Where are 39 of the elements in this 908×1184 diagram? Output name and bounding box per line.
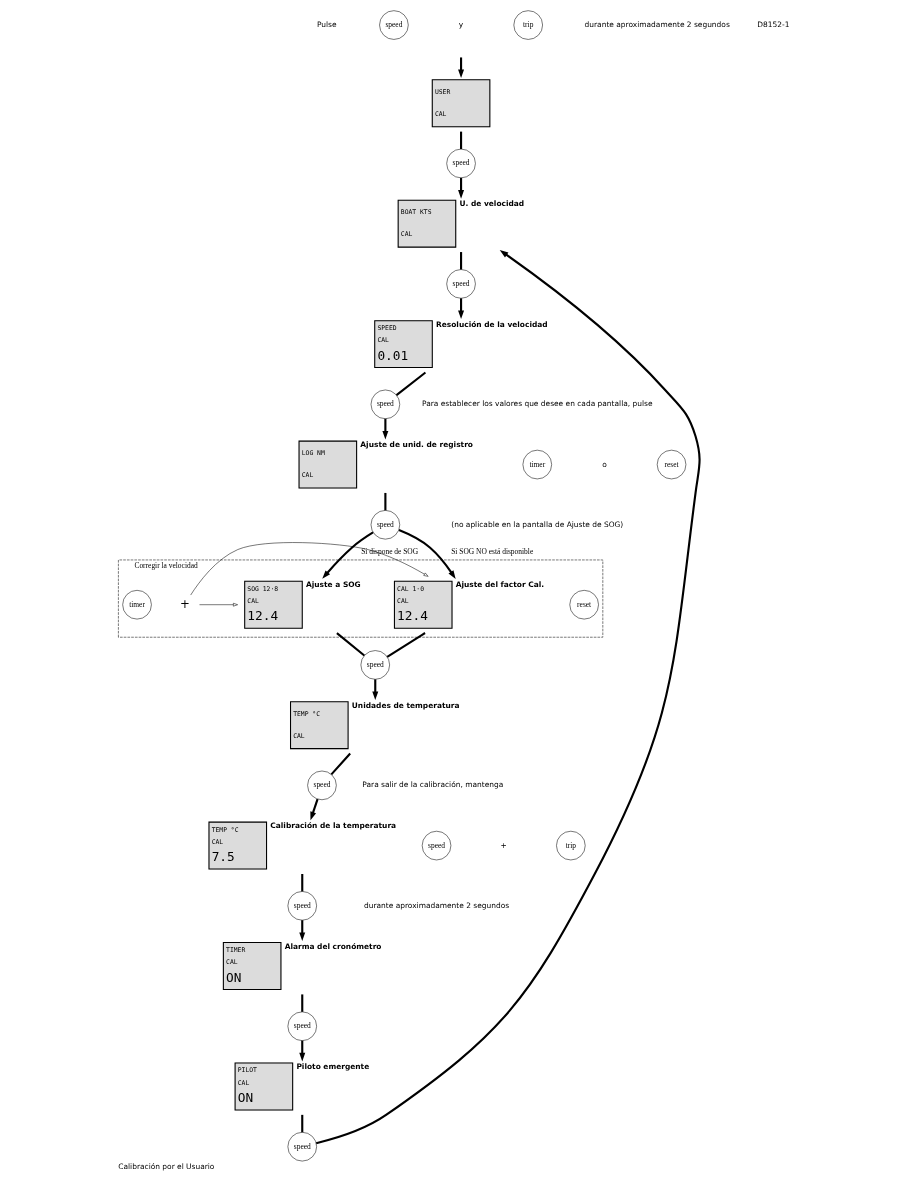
node-circle: speed: [379, 10, 409, 40]
node-text: +: [180, 596, 190, 611]
node-circle: trip: [556, 830, 586, 861]
node-circle: speed: [446, 148, 476, 179]
connector: [301, 873, 304, 892]
connector: [330, 752, 351, 776]
connector: [301, 1114, 304, 1133]
node-circle: speed: [287, 1011, 317, 1041]
node-circle: trip: [513, 10, 543, 40]
node-circle: speed: [446, 269, 476, 299]
node-circle: speed: [287, 1132, 317, 1162]
arrow: [310, 798, 319, 821]
arrow: [372, 679, 379, 701]
edge-label: Si SOG NO está disponible: [451, 546, 534, 556]
node-circle: reset: [656, 449, 687, 480]
edge-label: Si dispone de SOG: [361, 546, 419, 556]
connector: [460, 252, 463, 270]
arrow: [458, 298, 465, 320]
arrow: [190, 542, 429, 596]
arrow: [398, 529, 456, 580]
arrow: [322, 531, 374, 579]
connector: [336, 632, 365, 657]
node-circle: speed: [287, 891, 317, 921]
node-circle: timer: [122, 590, 152, 620]
node-circle: speed: [370, 389, 401, 419]
node-circle: reset: [569, 590, 599, 620]
node-circle: speed: [421, 830, 452, 861]
node-circle: timer: [522, 449, 552, 480]
node-circle: speed: [307, 770, 337, 801]
node-circle: speed: [360, 650, 390, 680]
connector: [384, 492, 387, 511]
connector: [386, 632, 426, 658]
arrow: [199, 602, 238, 607]
connector: [460, 131, 463, 150]
node-circle: speed: [370, 510, 401, 540]
arrow: [458, 57, 465, 79]
connector: [395, 371, 427, 396]
connector: [301, 994, 304, 1012]
arrow: [315, 250, 701, 1145]
